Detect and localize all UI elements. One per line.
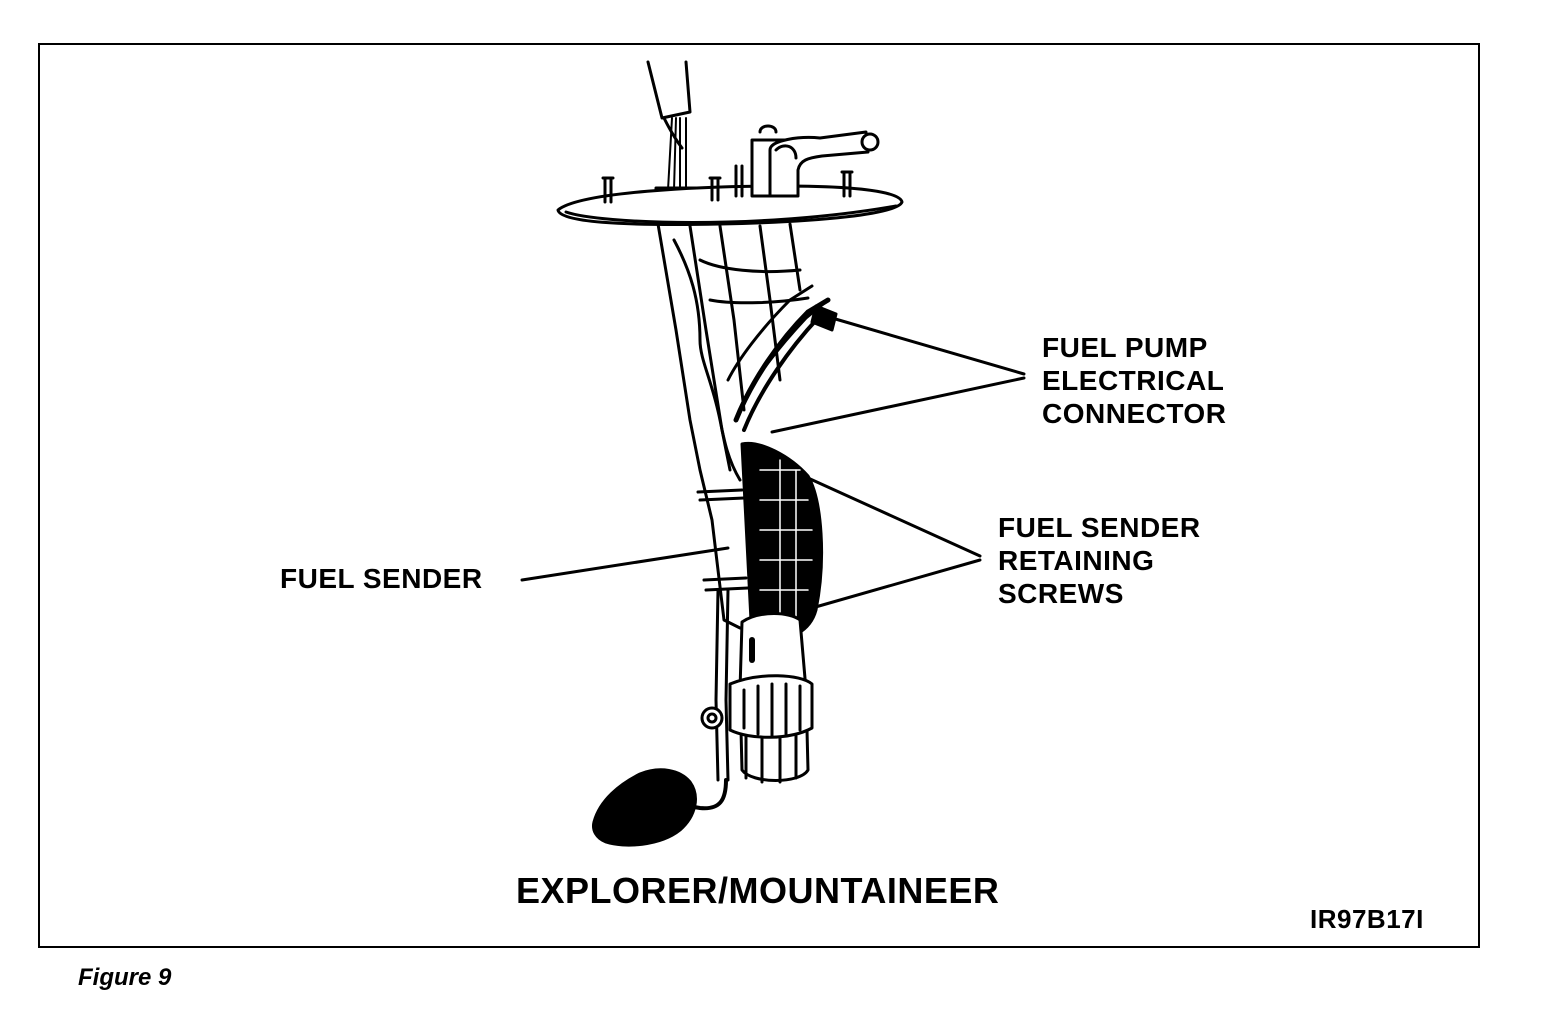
- fuel-pump-connector-label: FUEL PUMP ELECTRICAL CONNECTOR: [1042, 331, 1226, 430]
- callout-leaders: [520, 316, 1026, 610]
- fuel-pump-connector-line-3: CONNECTOR: [1042, 398, 1227, 429]
- electrical-harness: [733, 297, 838, 432]
- sender-float: [592, 768, 728, 847]
- fuel-pump-connector-line-2: ELECTRICAL: [1042, 365, 1225, 396]
- model-label: EXPLORER/MOUNTAINEER: [516, 870, 1000, 911]
- fuel-line-fittings: [750, 124, 880, 198]
- fuel-sender-screws-line-1: FUEL SENDER: [998, 512, 1201, 543]
- fuel-sender-label: FUEL SENDER: [280, 563, 483, 594]
- mounting-flange: [556, 164, 904, 226]
- fuel-sender-screws-line-3: SCREWS: [998, 578, 1124, 609]
- figure-frame: [38, 43, 1480, 948]
- figure-caption: Figure 9: [78, 964, 172, 991]
- fuel-sender-screws-label: FUEL SENDER RETAINING SCREWS: [998, 511, 1201, 610]
- fuel-pump-cylinder: [728, 612, 814, 784]
- reference-code: IR97B17I: [1310, 904, 1424, 934]
- supply-hose: [646, 60, 702, 202]
- fuel-sender-plate: [740, 441, 823, 642]
- fuel-sender-screws-line-2: RETAINING: [998, 545, 1155, 576]
- fuel-pump-connector-line-1: FUEL PUMP: [1042, 332, 1208, 363]
- sender-tube: [696, 488, 750, 782]
